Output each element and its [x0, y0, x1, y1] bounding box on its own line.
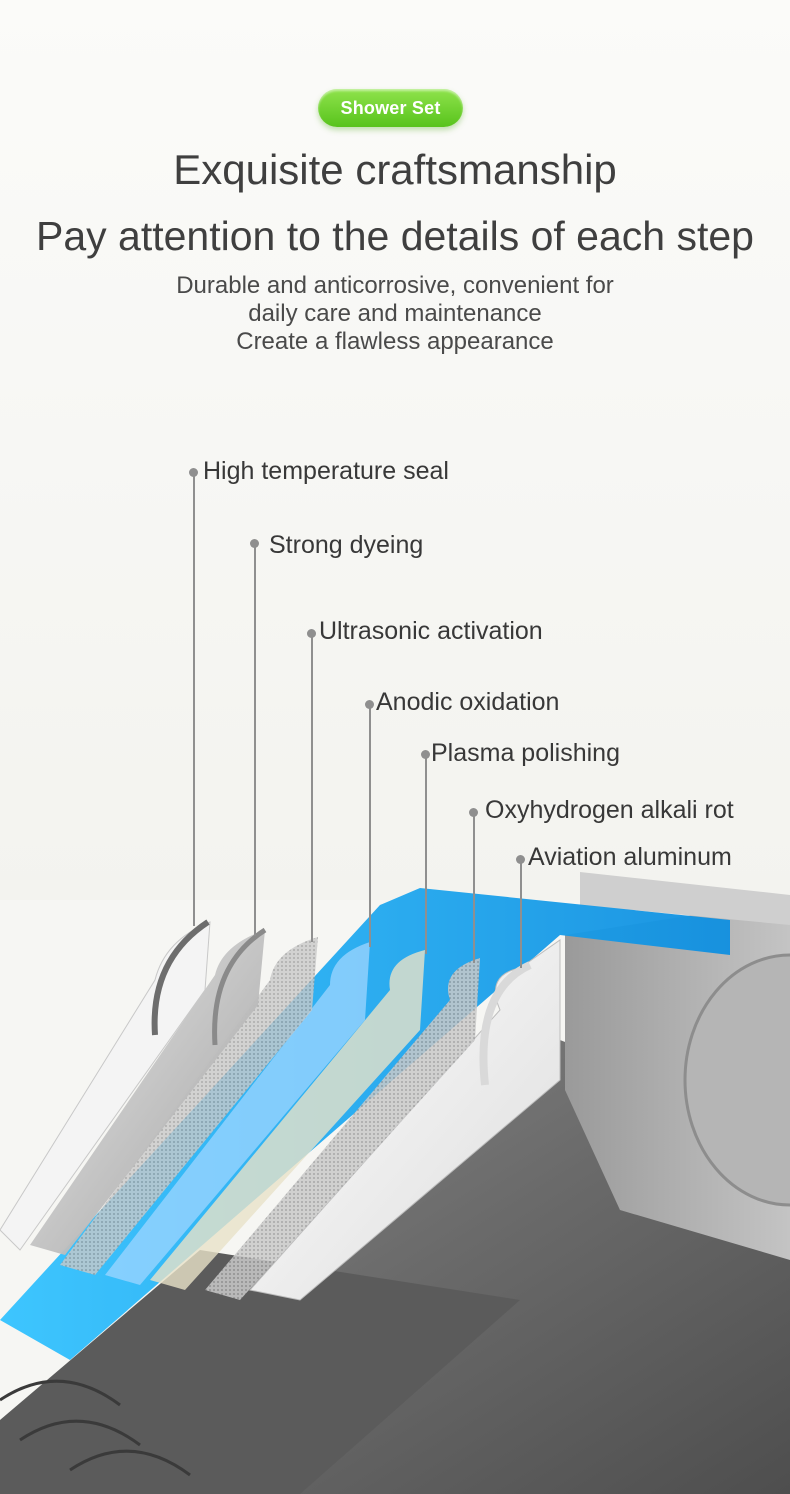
- marker-dot: [189, 468, 198, 477]
- leader-line-high-temp: [193, 474, 195, 926]
- leader-line-strong-dyeing: [254, 544, 256, 936]
- layer-label-high-temp-seal: High temperature seal: [203, 457, 449, 485]
- headline-secondary: Pay attention to the details of each ste…: [36, 213, 754, 259]
- page-background: [0, 0, 790, 900]
- leader-line-anodic: [369, 705, 371, 947]
- layer-anodic: [105, 942, 370, 1285]
- subtitle-line-1: Durable and anticorrosive, convenient fo…: [176, 272, 614, 299]
- subtitle-line-2: daily care and maintenance: [248, 300, 542, 327]
- product-cross-section-illustration: [0, 872, 790, 1494]
- layer-ultrasonic: [60, 937, 318, 1275]
- badge-label: Shower Set: [340, 97, 441, 118]
- layer-plasma: [150, 950, 425, 1290]
- leader-line-aviation: [520, 860, 522, 968]
- marker-dot: [469, 808, 478, 817]
- layer-oxyhydrogen: [205, 958, 480, 1300]
- layer-label-strong-dyeing: Strong dyeing: [269, 531, 424, 559]
- layer-strong-dyeing: [30, 930, 265, 1255]
- marker-dot: [365, 700, 374, 709]
- marker-dot: [516, 855, 525, 864]
- fitting-port: [683, 953, 790, 1207]
- subtitle-line-3: Create a flawless appearance: [236, 328, 554, 355]
- layer-label-ultrasonic: Ultrasonic activation: [319, 617, 543, 645]
- layer-label-anodic: Anodic oxidation: [376, 688, 560, 716]
- layer-label-aviation: Aviation aluminum: [528, 843, 732, 871]
- headline-primary: Exquisite craftsmanship: [173, 146, 617, 193]
- leader-line-oxyhydrogen: [473, 813, 475, 963]
- leader-line-plasma: [425, 756, 427, 954]
- layer-label-oxyhydrogen: Oxyhydrogen alkali rot: [485, 796, 734, 824]
- marker-dot: [421, 750, 430, 759]
- category-badge: Shower Set: [318, 89, 463, 127]
- marker-dot: [250, 539, 259, 548]
- leader-line-ultrasonic: [311, 634, 313, 942]
- layer-label-plasma: Plasma polishing: [431, 739, 620, 767]
- marker-dot: [307, 629, 316, 638]
